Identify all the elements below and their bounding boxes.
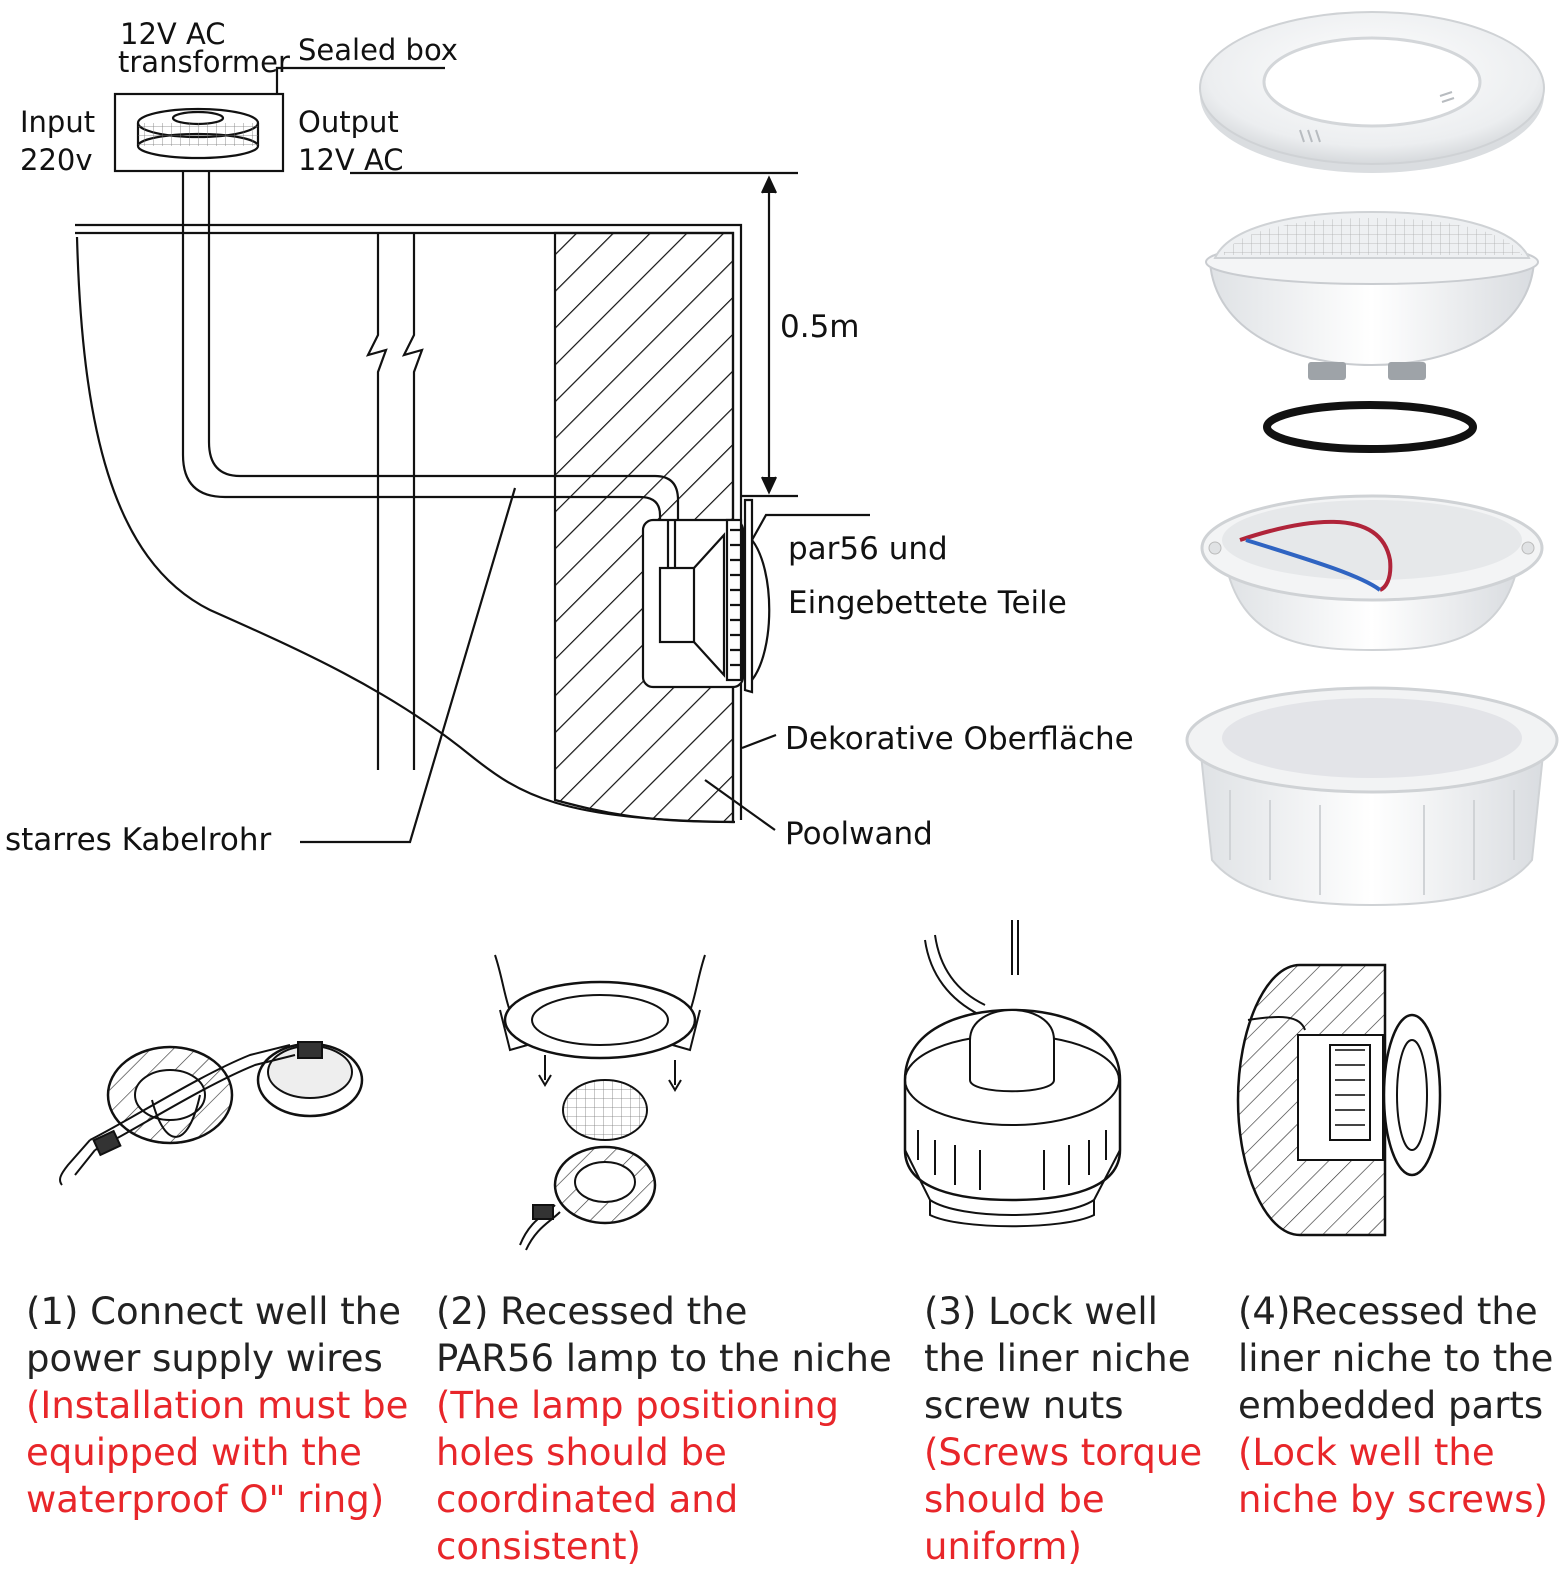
label-input-2: 220v — [20, 143, 93, 177]
label-par56-2: Eingebettete Teile — [788, 585, 1067, 621]
step-1-line-1: (1) Connect well the — [26, 1290, 401, 1333]
step-3-line-1: (3) Lock well — [924, 1290, 1158, 1333]
step-illustrations — [59, 920, 1442, 1251]
face-ring-cover — [1199, 11, 1545, 173]
step-2-note-1: (The lamp positioning — [436, 1384, 840, 1427]
step-1-note-2: equipped with the — [26, 1431, 362, 1474]
sealed-box — [113, 92, 285, 173]
cross-section — [75, 66, 870, 844]
par56-lamp — [1205, 210, 1539, 380]
label-conduit: starres Kabelrohr — [5, 822, 271, 858]
step-3-illustration — [903, 920, 1122, 1228]
label-output-1: Output — [298, 105, 399, 139]
label-sealed-box: Sealed box — [298, 33, 458, 67]
exploded-product-view — [1185, 11, 1559, 907]
o-ring — [1263, 401, 1477, 453]
label-input-1: Input — [20, 105, 95, 139]
step-1-note-1: (Installation must be — [26, 1384, 409, 1427]
step-2-note-2: holes should be — [436, 1431, 727, 1474]
step-3-line-3: screw nuts — [924, 1384, 1124, 1427]
diagram-labels: 12V AC transformer Sealed box Input 220v… — [5, 17, 1134, 858]
label-wall: Poolwand — [785, 816, 933, 852]
step-1-illustration — [59, 1041, 364, 1186]
step-2-text: (2) Recessed the PAR56 lamp to the niche… — [436, 1288, 892, 1570]
label-output-2: 12V AC — [298, 143, 404, 177]
step-3-line-2: the liner niche — [924, 1337, 1191, 1380]
step-1-note-3: waterproof O" ring) — [26, 1478, 385, 1521]
step-1-line-2: power supply wires — [26, 1337, 383, 1380]
label-surface: Dekorative Oberfläche — [785, 721, 1134, 757]
step-3-text: (3) Lock well the liner niche screw nuts… — [924, 1288, 1202, 1570]
step-4-line-3: embedded parts — [1238, 1384, 1544, 1427]
step-2-line-2: PAR56 lamp to the niche — [436, 1337, 892, 1380]
liner-niche — [1185, 686, 1559, 907]
step-2-note-3: coordinated and — [436, 1478, 739, 1521]
step-3-note-1: (Screws torque — [924, 1431, 1203, 1474]
step-3-note-2: should be — [924, 1478, 1105, 1521]
step-4-line-1: (4)Recessed the — [1238, 1290, 1538, 1333]
label-transformer-1: 12V AC — [120, 17, 226, 51]
label-depth: 0.5m — [780, 309, 860, 345]
step-4-note-1: (Lock well the — [1238, 1431, 1495, 1474]
label-transformer-2: transformer — [118, 45, 290, 79]
step-4-line-2: liner niche to the — [1238, 1337, 1554, 1380]
transformer-icon — [136, 107, 260, 160]
step-2-note-4: consistent) — [436, 1525, 641, 1568]
step-1-text: (1) Connect well the power supply wires … — [26, 1288, 408, 1523]
step-4-note-2: niche by screws) — [1238, 1478, 1548, 1521]
step-3-note-3: uniform) — [924, 1525, 1082, 1568]
label-par56-1: par56 und — [788, 531, 948, 567]
step-4-text: (4)Recessed the liner niche to the embed… — [1238, 1288, 1553, 1523]
step-4-illustration — [1236, 963, 1442, 1237]
step-2-illustration — [494, 954, 706, 1251]
step-2-line-1: (2) Recessed the — [436, 1290, 748, 1333]
pool-curve — [75, 236, 736, 824]
embedded-wiring-housing — [1200, 494, 1544, 652]
